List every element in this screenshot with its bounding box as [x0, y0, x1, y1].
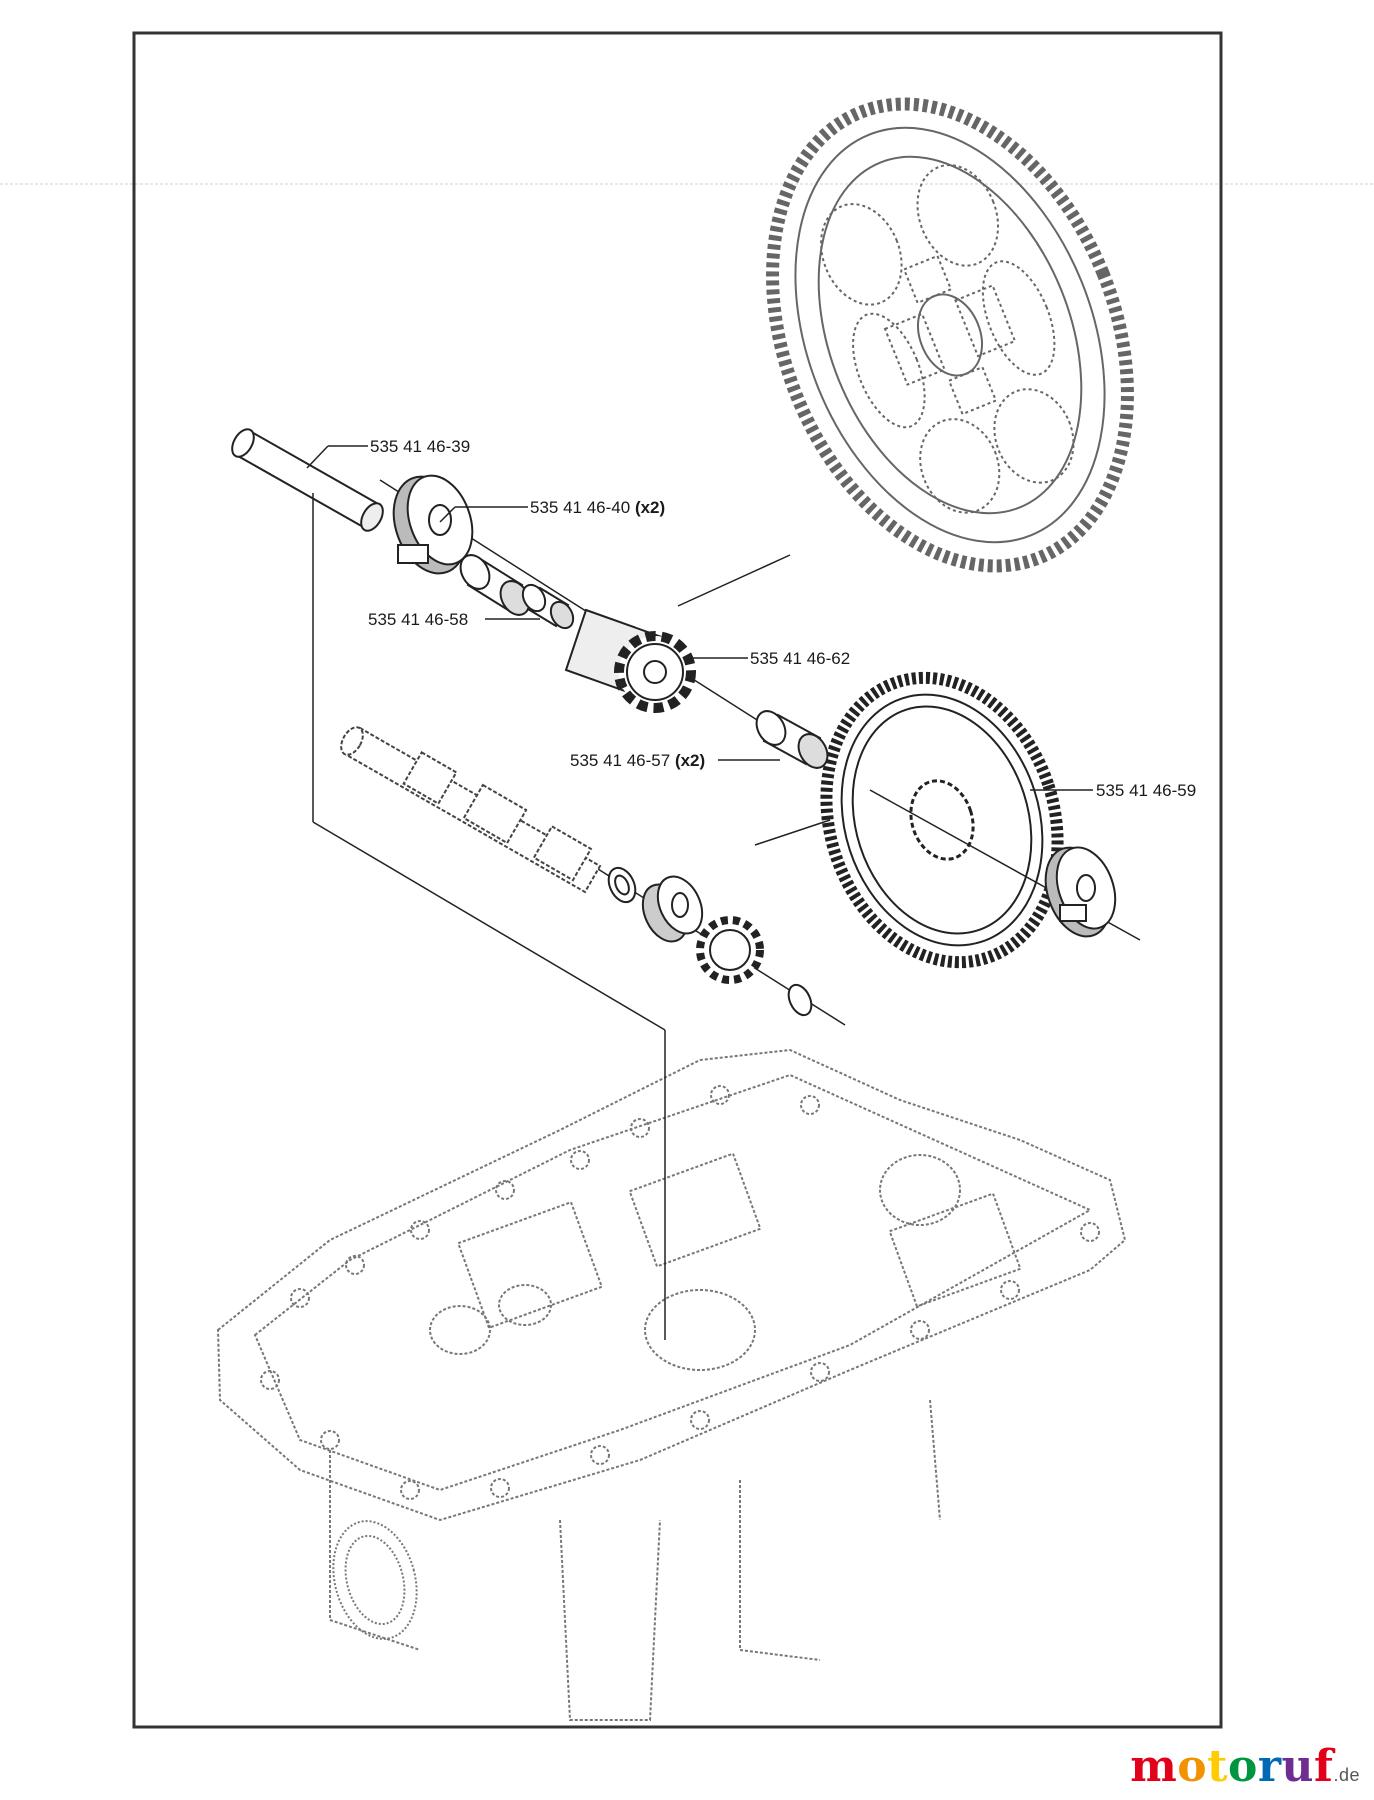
watermark-letter: o [1227, 1741, 1258, 1792]
page-frame [132, 31, 1223, 1729]
callout-p39: 535 41 46-39 [370, 437, 470, 456]
watermark-letter: u [1281, 1741, 1315, 1792]
gear-bushing-drawing [755, 710, 829, 769]
callout-p59: 535 41 46-59 [1096, 781, 1196, 800]
callout-p40: 535 41 46-40 (x2) [530, 498, 665, 517]
large-gear-drawing [766, 97, 1134, 573]
watermark-letter: m [1130, 1741, 1178, 1792]
watermark-letter: f [1314, 1741, 1334, 1792]
callout-labels: 535 41 46-39 535 41 46-40 (x2) 535 41 46… [368, 437, 1196, 800]
splined-shaft-drawing [340, 726, 602, 894]
thrust-washer-drawing [392, 474, 474, 575]
brand-watermark: motoruf.de [1130, 1741, 1360, 1792]
right-washer-drawing [1044, 846, 1117, 938]
pinion-gear-drawing [564, 608, 696, 713]
shaft-small-parts-drawing [607, 866, 813, 1017]
leader-lines [306, 445, 1093, 1340]
pin-tube-drawing [231, 428, 384, 532]
watermark-letter: r [1257, 1741, 1282, 1792]
watermark-suffix: .de [1333, 1765, 1360, 1785]
callout-p62: 535 41 46-62 [750, 649, 850, 668]
callout-p58: 535 41 46-58 [368, 610, 468, 629]
gearbox-housing-drawing [216, 1048, 1127, 1721]
watermark-letter: t [1207, 1741, 1228, 1792]
toothed-wheel-drawing [820, 671, 1064, 969]
spacer-bushing-drawing [521, 583, 575, 630]
watermark-letter: o [1177, 1741, 1208, 1792]
callout-p57: 535 41 46-57 (x2) [570, 751, 705, 770]
bushing-drawing [459, 554, 531, 616]
